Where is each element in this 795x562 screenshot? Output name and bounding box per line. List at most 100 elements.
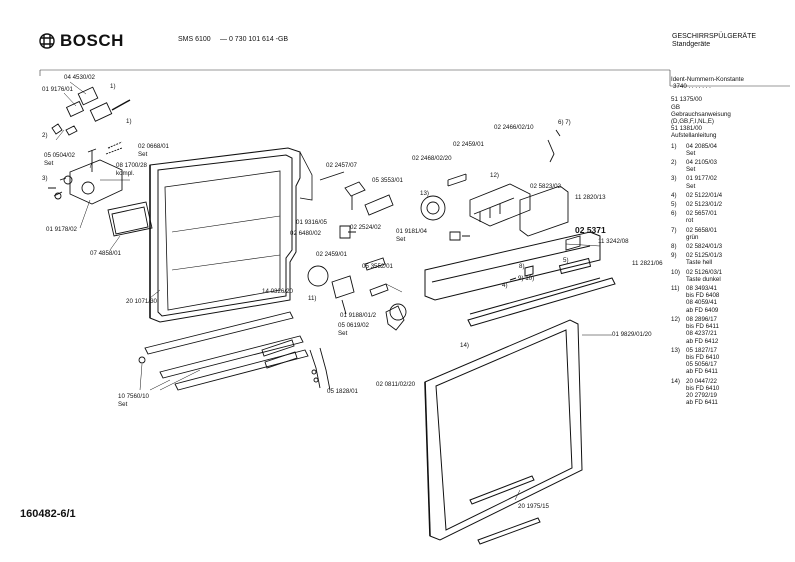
callout-label: 11 2820/13 [575,194,606,201]
legend-item-row: Set [671,166,791,173]
callout-label-main: 02 5371 [575,225,606,235]
legend-item-text: rot [686,217,694,225]
callout-label: 05 1828/01 [327,388,358,395]
legend-item-text: 02 5125/01/3 [686,252,723,260]
callout-label: 1) [126,118,132,125]
legend-item-number: 2) [671,159,677,167]
legend-item-number: 5) [671,201,677,209]
manual-line: (D,GB,F,I,NL,E) [671,118,714,126]
legend-item-text: bis FD 6411 [686,323,719,331]
callout-label: Set [118,401,128,408]
callout-label: 07 4858/01 [90,250,121,257]
legend-item-text: Taste hell [686,259,713,267]
callout-label: 4) [502,282,508,289]
legend-item-text: 02 5824/01/3 [686,243,723,251]
callout-label: 01 9181/04 [396,228,427,235]
callout-label: 02 2468/02/20 [412,155,452,162]
legend-item-number: 1) [671,142,677,150]
legend-item-number: 6) [671,210,677,218]
callout-label: 02 2457/07 [326,162,357,169]
callout-label: 11) [308,295,317,302]
callout-label: Set [396,236,406,243]
callout-label: 5) [563,257,569,264]
callout-label: 01 9316/05 [296,219,327,226]
callout-label: 14 0326/20 [262,288,293,295]
legend-item-row: ab FD 6411 [671,399,791,406]
manual-line: Gebrauchsanweisung [671,110,731,118]
legend-item-number: 14) [671,377,680,385]
control-panel [424,231,616,327]
part-reference: — 0 730 101 614 -GB [220,36,289,43]
callout-label: 01 9178/02 [46,226,77,233]
small-parts-top-left [48,86,153,237]
callout-label: 01 9176/01 [42,86,73,93]
door-frame [149,147,313,323]
callout-label: 02 6480/02 [290,230,321,237]
legend-item-row: bis FD 6410 [671,385,791,392]
legend-item-row: 12)08 2896/17 [671,316,791,323]
callout-label: 02 0811/02/20 [376,381,416,388]
callout-label: 01 9188/01/2 [340,312,377,319]
control-components [307,129,581,331]
legend-item-text: 04 2085/04 [686,142,717,150]
callout-label: 02 2459/01 [316,251,347,258]
legend-item-text: 02 5126/03/1 [686,268,723,276]
legend-item-row: 4)02 5122/01/4 [671,192,791,199]
callout-label: 8) [519,263,525,270]
legend-item-text: ab FD 6411 [686,368,718,376]
bottom-rails [144,311,309,391]
legend-item-number: 11) [671,285,680,293]
legend-item-row: bis FD 6411 [671,323,791,330]
legend-item-row: 05 5056/17 [671,361,791,368]
legend-item-row: 11)08 3493/41 [671,285,791,292]
legend-item-row: 6) 02 5657/01 [671,210,791,217]
legend-item-text: Set [686,149,696,157]
legend-item-row: bis FD 6410 [671,354,791,361]
manual-line: GB [671,103,680,111]
legend-item-row: 3) 01 9177/02 [671,175,791,182]
legend-item-text: 01 9177/02 [686,175,717,183]
callout-label: 3) [42,175,48,182]
callout-label: 08 1700/28 [116,162,147,169]
legend-item-row: ab FD 6412 [671,338,791,345]
legend-item-text: ab FD 6412 [686,337,719,345]
callout-label: 05 0619/02 [338,322,369,329]
callout-label: kompl. [116,170,135,177]
legend-item-text: 02 5123/01/2 [686,201,723,209]
callout-label: 02 2524/02 [350,224,381,231]
callout-label: 10 7560/10 [118,393,149,400]
legend-item-row: bis FD 6408 [671,292,791,299]
bosch-logo-icon [39,33,55,49]
lower-trim-frame [424,319,583,545]
legend-item-text: bis FD 6410 [686,384,720,392]
legend-item-row: 08 4237/21 [671,330,791,337]
legend-item-number: 9) [671,252,677,260]
legend-item-text: bis FD 6410 [686,353,720,361]
legend-item-number: 4) [671,191,677,199]
legend-item-text: Set [686,182,696,190]
callout-label: 11 3242/08 [598,238,629,245]
callout-label: 02 2459/01 [453,141,484,148]
model-name: SMS 6100 [178,36,211,43]
manual-line: 51 1381/00 [671,125,702,133]
legend-item-text: 02 5657/01 [686,210,717,218]
legend-item-number: 12) [671,315,680,323]
subcategory-title: Standgeräte [672,41,711,48]
callout-label: 05 3552/01 [362,263,393,270]
legend-item-text: 02 5658/01 [686,226,717,234]
legend-item-number: 3) [671,175,677,183]
legend-item: 8)02 5824/01/3 [671,243,791,250]
legend-item-row: Taste dunkel [671,276,791,283]
manual-line: 51 1375/00 [671,96,702,104]
